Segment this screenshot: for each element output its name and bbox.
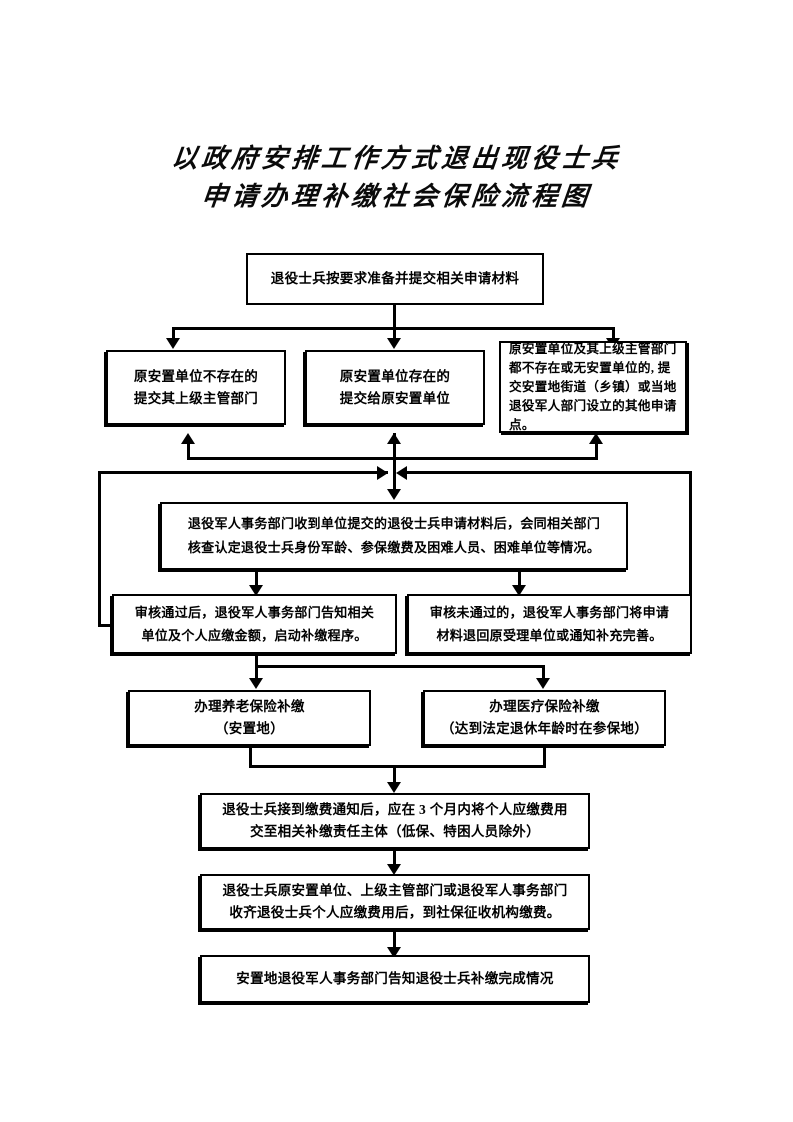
arrowhead-feedback-merge-left <box>396 466 407 480</box>
arrowhead-feedback-merge-right <box>377 466 388 480</box>
arrowhead-to-n4a <box>249 585 263 596</box>
arrowhead-to-n7 <box>387 864 401 875</box>
node-review-by-veterans-affairs[interactable]: 退役军人事务部门收到单位提交的退役士兵申请材料后，会同相关部门 核查认定退役士兵… <box>160 502 628 570</box>
node-review-passed-text: 审核通过后，退役军人事务部门告知相关 单位及个人应缴金额，启动补缴程序。 <box>134 605 375 643</box>
edge-n3-to-n4b <box>518 570 521 588</box>
feedback-bus-top-left <box>98 471 388 474</box>
node-review-by-veterans-affairs-text: 退役军人事务部门收到单位提交的退役士兵申请材料后，会同相关部门 核查认定退役士兵… <box>187 516 601 555</box>
node-no-original-unit-text: 原安置单位不存在的 提交其上级主管部门 <box>133 368 259 406</box>
edge-branch-right-3 <box>542 665 545 680</box>
node-submit-materials-text: 退役士兵按要求准备并提交相关申请材料 <box>270 271 520 286</box>
arrowhead-up-n2a <box>181 433 195 444</box>
feedback-left-rail <box>98 471 101 627</box>
arrowhead-to-n8 <box>387 947 401 958</box>
edge-merge-left-2 <box>187 444 190 460</box>
edge-merge-center-2 <box>393 433 396 478</box>
arrowhead-to-n5a <box>249 678 263 689</box>
node-submit-materials[interactable]: 退役士兵按要求准备并提交相关申请材料 <box>246 253 544 305</box>
arrowhead-to-n3 <box>387 489 401 500</box>
edge-merge-bus-2 <box>187 457 598 460</box>
node-original-unit-exists-text: 原安置单位存在的 提交给原安置单位 <box>339 368 451 406</box>
page-title-line-2: 申请办理补缴社会保险流程图 <box>199 182 594 212</box>
arrowhead-to-n5b <box>536 678 550 689</box>
node-pay-within-3-months-text: 退役士兵接到缴费通知后，应在 3 个月内将个人应缴费用 交至相关补缴责任主体（低… <box>222 802 568 839</box>
page-title: 以政府安排工作方式退出现役士兵 申请办理补缴社会保险流程图 <box>0 140 793 216</box>
node-pay-within-3-months[interactable]: 退役士兵接到缴费通知后，应在 3 个月内将个人应缴费用 交至相关补缴责任主体（低… <box>200 793 590 849</box>
node-review-passed[interactable]: 审核通过后，退役军人事务部门告知相关 单位及个人应缴金额，启动补缴程序。 <box>112 594 397 654</box>
node-no-unit-street-office[interactable]: 原安置单位及其上级主管部门都不存在或无安置单位的, 提交安置地街道（乡镇）或当地… <box>499 341 687 433</box>
node-collect-and-pay-social-security[interactable]: 退役士兵原安置单位、上级主管部门或退役军人事务部门 收齐退役士兵个人应缴费用后，… <box>200 874 590 930</box>
arrowhead-up-n2c <box>589 433 603 444</box>
node-no-original-unit[interactable]: 原安置单位不存在的 提交其上级主管部门 <box>106 350 286 425</box>
node-medical-insurance[interactable]: 办理医疗保险补缴 （达到法定退休年龄时在参保地） <box>423 690 666 746</box>
arrowhead-to-n2a <box>166 338 180 349</box>
node-medical-insurance-text: 办理医疗保险补缴 （达到法定退休年龄时在参保地） <box>441 699 648 736</box>
node-pension-insurance-text: 办理养老保险补缴 （安置地） <box>194 699 305 736</box>
edge-branch-mid-1 <box>393 327 396 341</box>
node-review-failed[interactable]: 审核未通过的，退役军人事务部门将申请 材料退回原受理单位或通知补充完善。 <box>407 594 692 654</box>
edge-merge-bus-3 <box>249 765 546 768</box>
feedback-left-into-box <box>98 624 118 627</box>
arrowhead-up-n2b <box>387 433 401 444</box>
feedback-right-rail <box>689 471 692 627</box>
edge-n5a-stem <box>249 746 252 768</box>
edge-n3-to-n4a <box>255 570 258 588</box>
arrowhead-to-n2b <box>387 338 401 349</box>
node-notify-completion[interactable]: 安置地退役军人事务部门告知退役士兵补缴完成情况 <box>200 955 590 1003</box>
node-review-failed-text: 审核未通过的，退役军人事务部门将申请 材料退回原受理单位或通知补充完善。 <box>429 605 670 643</box>
edge-n7-to-n8 <box>393 930 396 950</box>
edge-branch-right-1 <box>612 327 615 341</box>
edge-n6-to-n7 <box>393 849 396 867</box>
arrowhead-to-n6 <box>387 782 401 793</box>
edge-n5b-stem <box>543 746 546 768</box>
feedback-bus-top-right <box>400 471 692 474</box>
edge-merge-center-3 <box>393 765 396 785</box>
edge-split-bus-3 <box>255 665 545 668</box>
edge-to-n3-stem <box>393 471 396 493</box>
edge-branch-left-1 <box>172 327 175 341</box>
page-title-line-1: 以政府安排工作方式退出现役士兵 <box>169 144 624 174</box>
node-notify-completion-text: 安置地退役军人事务部门告知退役士兵补缴完成情况 <box>236 971 554 986</box>
node-original-unit-exists[interactable]: 原安置单位存在的 提交给原安置单位 <box>305 350 485 425</box>
edge-n1-stem <box>393 305 396 330</box>
arrowhead-to-n4b <box>512 585 526 596</box>
node-pension-insurance[interactable]: 办理养老保险补缴 （安置地） <box>128 690 371 746</box>
node-no-unit-street-office-text: 原安置单位及其上级主管部门都不存在或无安置单位的, 提交安置地街道（乡镇）或当地… <box>509 341 677 432</box>
edge-merge-right-2 <box>595 444 598 460</box>
node-collect-and-pay-social-security-text: 退役士兵原安置单位、上级主管部门或退役军人事务部门 收齐退役士兵个人应缴费用后，… <box>222 883 568 920</box>
